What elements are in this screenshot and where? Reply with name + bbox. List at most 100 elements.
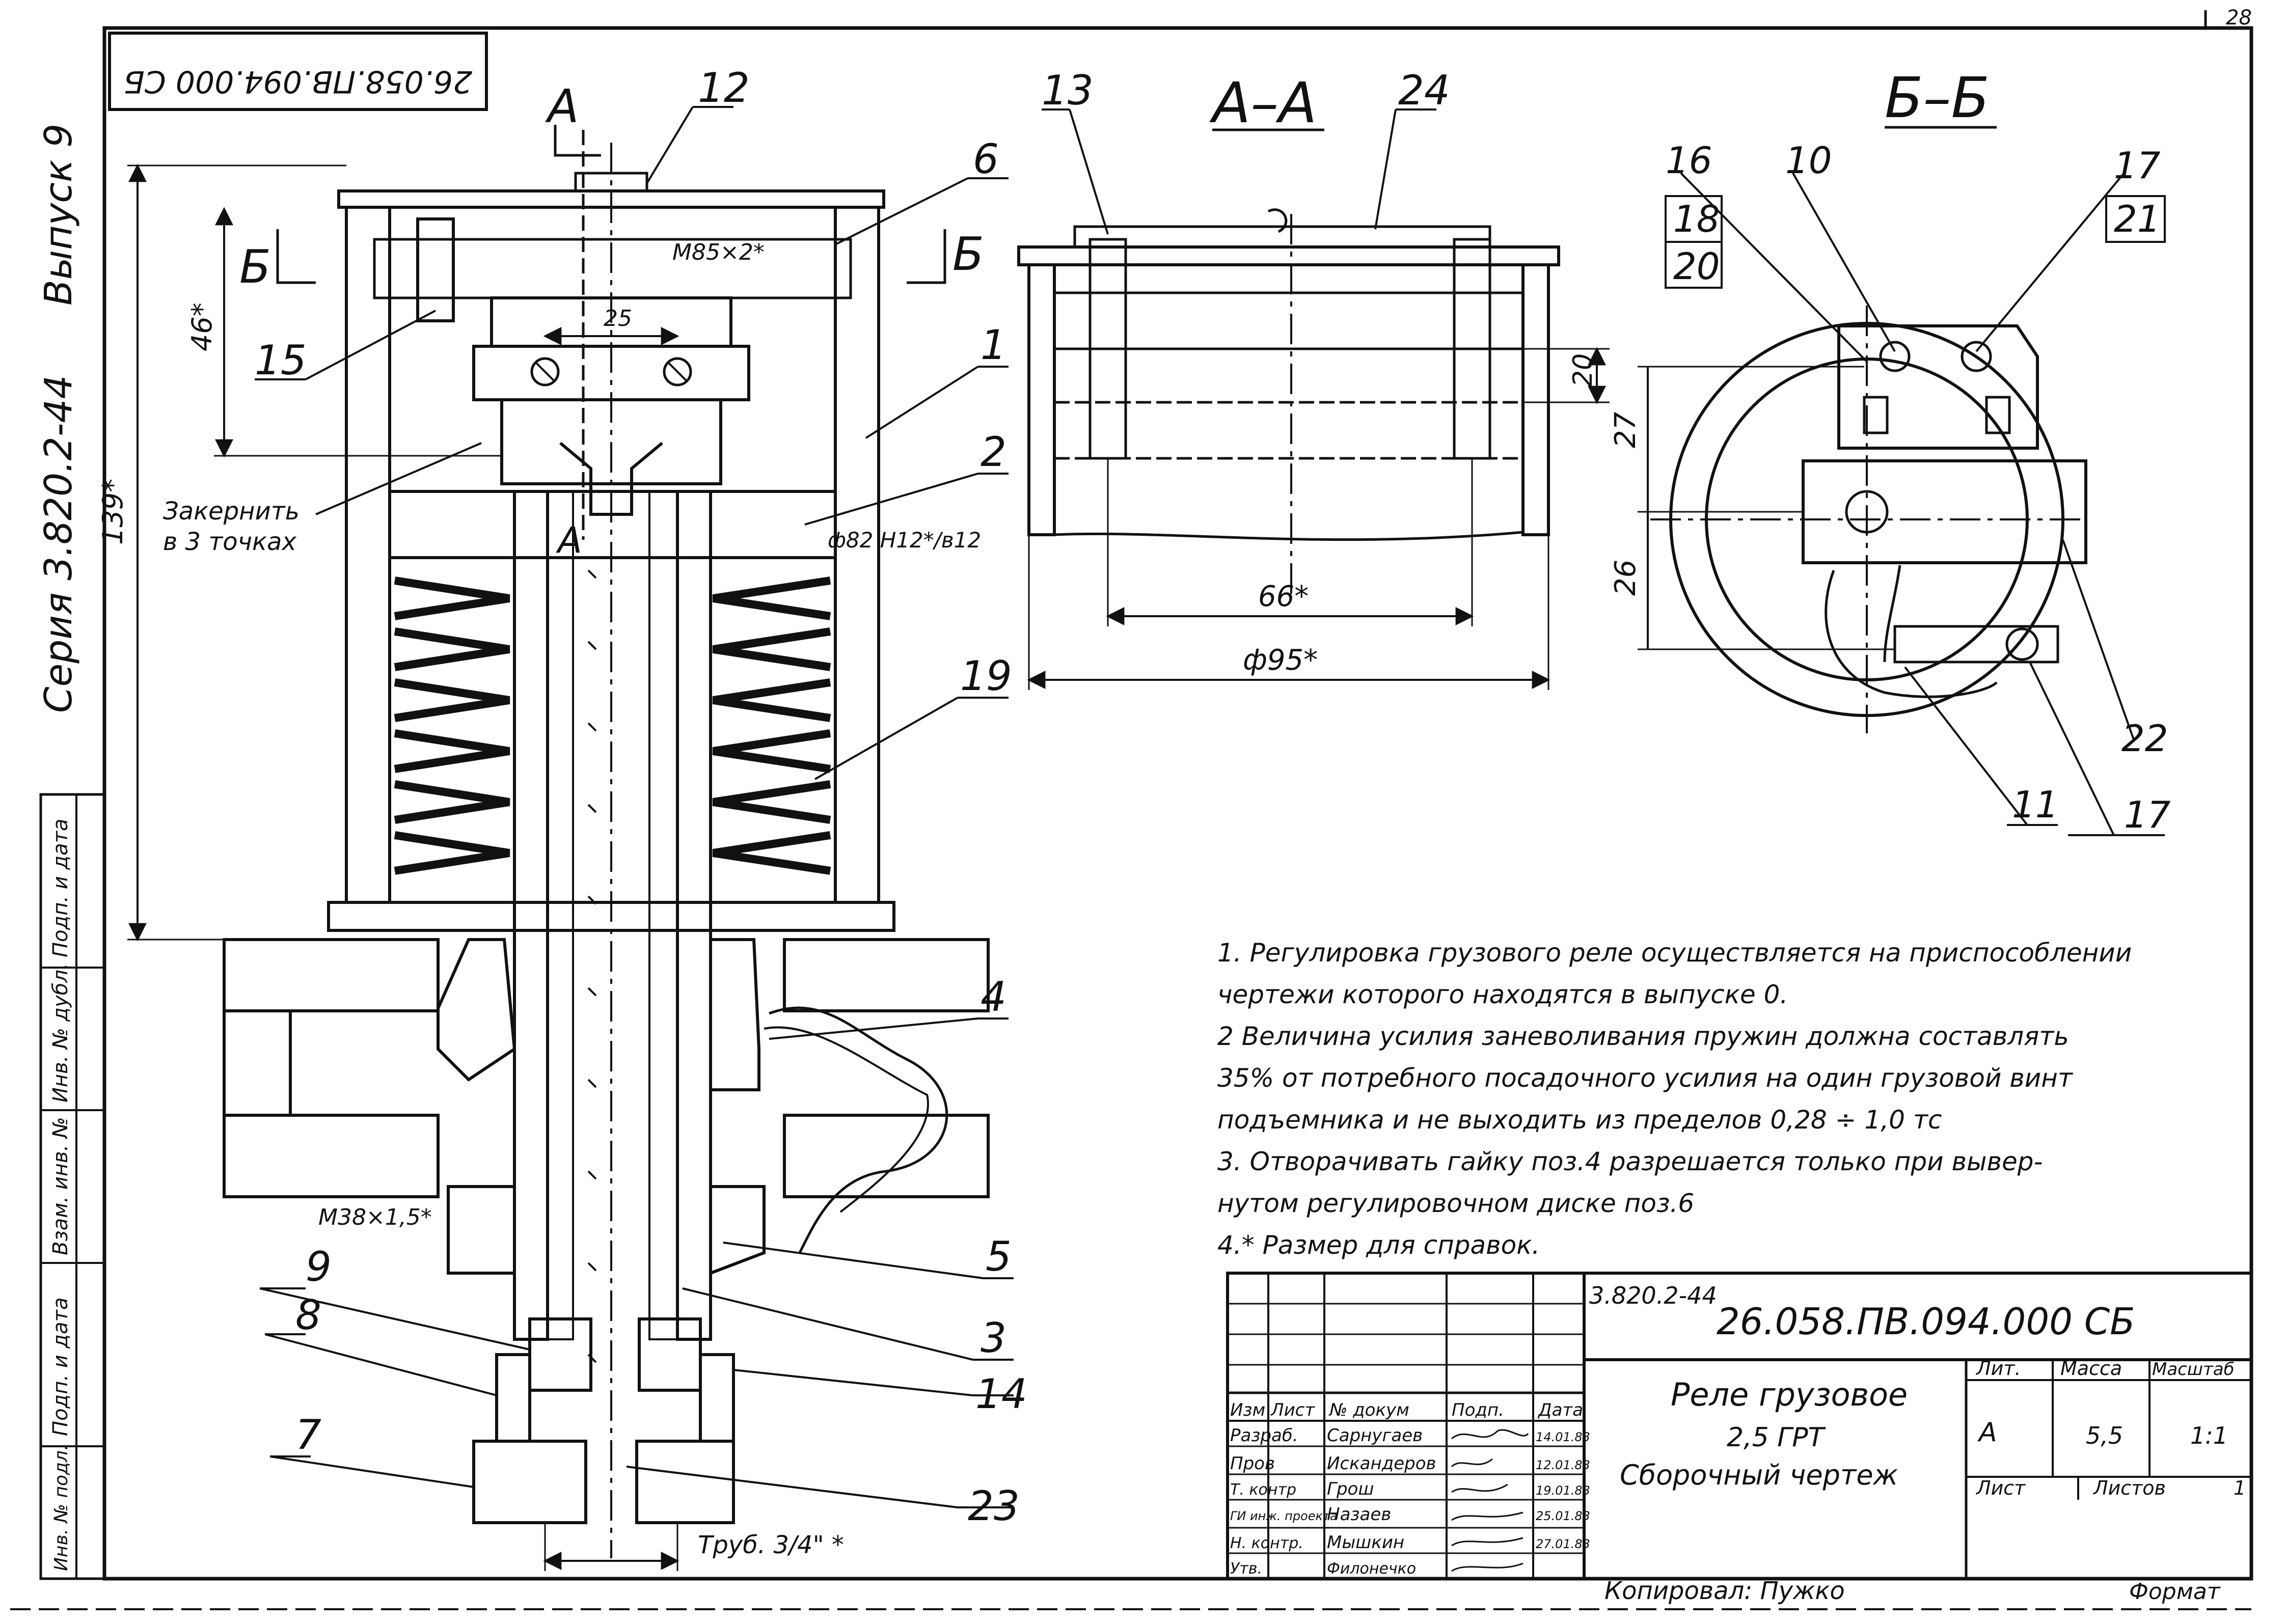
tb-date: 27.01.83 [1536, 1537, 1590, 1551]
dim-25: 25 [604, 306, 632, 332]
title-name-3: Сборочный чертеж [1620, 1459, 1898, 1491]
note-line: 2 Величина усилия заневоливания пружин д… [1217, 1022, 2069, 1051]
inverted-stamp: 26.058.ПВ.094.000 СБ [108, 32, 488, 111]
note-line: 3. Отворачивать гайку поз.4 разрешается … [1217, 1147, 2043, 1176]
title-block [1226, 1272, 2253, 1580]
tb-header-sign: Подп. [1452, 1400, 1504, 1420]
tb-role: Н. контр. [1230, 1534, 1303, 1552]
callout-4: 4 [981, 973, 1006, 1021]
callout-21: 21 [2114, 198, 2161, 240]
callout-14: 14 [975, 1370, 1027, 1418]
dim-27: 27 [1609, 411, 1642, 448]
title-series: 3.820.2-44 [1589, 1282, 1717, 1309]
side-stamp: Подп. и дата Инв. № дубл. Взам. инв. № П… [39, 793, 106, 1580]
callout-20: 20 [1673, 245, 1720, 288]
tb-header-date: Дата [1537, 1400, 1583, 1420]
tb-header-doc: № докум [1328, 1400, 1409, 1420]
issue-label: Выпуск 9 [37, 124, 80, 306]
callout-6: 6 [973, 135, 999, 183]
tb-role: Т. контр [1230, 1481, 1296, 1499]
series-label: Серия 3.820.2-44 [37, 375, 80, 713]
callout-18: 18 [1673, 198, 1720, 240]
callout-19: 19 [960, 652, 1012, 700]
dim-139: 139* [97, 479, 129, 545]
tb-name: Грош [1327, 1479, 1374, 1499]
general-notes: 1. Регулировка грузового реле осуществля… [1217, 932, 2185, 1266]
section-aa-title: А–А [1209, 70, 1317, 135]
tb-scale-label: Масштаб [2152, 1359, 2235, 1380]
section-bb-view [1638, 172, 2165, 836]
page-number: 28 [2226, 6, 2252, 30]
tb-mass-value: 5,5 [2086, 1422, 2123, 1449]
tb-header-list: Лист [1270, 1400, 1315, 1420]
main-callouts [255, 106, 1014, 1508]
tb-sheets-label: Листов [2092, 1477, 2166, 1499]
callout-10: 10 [1785, 139, 1832, 182]
note-line: нутом регулировочном диске поз.6 [1217, 1189, 1695, 1218]
tb-role: Утв. [1230, 1560, 1262, 1578]
tb-scale-value: 1:1 [2190, 1422, 2228, 1449]
callout-3: 3 [981, 1314, 1006, 1362]
tb-name: Сарнугаев [1327, 1425, 1423, 1446]
callout-23: 23 [968, 1482, 1020, 1530]
inverted-stamp-text: 26.058.ПВ.094.000 СБ [124, 64, 473, 99]
callout-17-bottom: 17 [2124, 793, 2171, 836]
section-aa-view [1017, 108, 1610, 690]
section-b-label-right: Б [953, 228, 984, 281]
title-name-1: Реле грузовое [1671, 1376, 1908, 1413]
tb-name: Мышкин [1327, 1532, 1404, 1553]
tb-sheets-value: 1 [2234, 1477, 2246, 1499]
dim-95: ф95* [1243, 644, 1318, 677]
callout-5: 5 [986, 1233, 1012, 1280]
copied-by: Копировал: Пужко [1604, 1577, 1845, 1605]
tb-name: Филонечко [1327, 1560, 1416, 1578]
callout-12: 12 [698, 64, 750, 112]
callout-13: 13 [1042, 67, 1094, 114]
note-line: подъемника и не выходить из пределов 0,2… [1217, 1105, 1942, 1135]
dim-26: 26 [1609, 560, 1642, 596]
tb-role: Пров [1230, 1453, 1275, 1474]
note-line: чертежи которого находятся в выпуске 0. [1217, 980, 1788, 1009]
tb-date: 14.01.83 [1536, 1430, 1590, 1444]
tb-lit-value: А [1977, 1417, 1997, 1448]
callout-15: 15 [255, 337, 307, 384]
main-section-view [127, 125, 990, 1571]
tb-date: 25.01.83 [1536, 1509, 1590, 1523]
title-name-2: 2,5 ГРТ [1727, 1422, 1827, 1453]
title-doc-number: 26.058.ПВ.094.000 СБ [1717, 1300, 2135, 1343]
side-stamp-cell: Инв. № дубл. [49, 963, 72, 1103]
bb-ref-right-stack [2105, 195, 2166, 243]
punch-note-1: Закернить [163, 497, 300, 526]
format-label: Формат [2129, 1579, 2221, 1605]
tb-date: 12.01.83 [1536, 1458, 1590, 1472]
callout-1: 1 [981, 321, 1006, 369]
tb-role: Разраб. [1230, 1425, 1298, 1446]
callout-24: 24 [1398, 67, 1450, 114]
dim-46: 46* [186, 302, 218, 351]
callout-7: 7 [295, 1411, 321, 1458]
callout-22: 22 [2121, 717, 2168, 760]
side-stamp-cell: Взам. инв. № [49, 1117, 72, 1255]
tb-name: Назаев [1327, 1504, 1391, 1525]
belleville-springs-left [394, 576, 510, 875]
tb-name: Искандеров [1327, 1453, 1436, 1474]
callout-16: 16 [1666, 139, 1712, 182]
side-stamp-cell: Подп. и дата [49, 1298, 72, 1436]
note-line: 35% от потребного посадочного усилия на … [1217, 1063, 2073, 1093]
dim-66: 66* [1258, 580, 1309, 613]
punch-note-2: в 3 точках [163, 528, 296, 556]
note-line: 4.* Размер для справок. [1217, 1230, 1540, 1260]
dim-pipe: Труб. 3/4" * [698, 1531, 844, 1559]
bb-ref-left-stack [1665, 195, 1723, 289]
callout-8: 8 [295, 1291, 321, 1339]
signatures [1451, 1429, 1529, 1572]
tb-header-izm: Изм [1230, 1400, 1265, 1420]
dim-20: 20 [1568, 353, 1598, 387]
side-stamp-cell: Подп. и дата [49, 819, 72, 957]
tb-sheet-label: Лист [1975, 1477, 2026, 1499]
side-stamp-cell: Инв. № подл. [51, 1445, 72, 1571]
section-bb-title: Б–Б [1885, 65, 1990, 130]
callout-17-top: 17 [2114, 144, 2161, 187]
dim-thread-bottom: М38×1,5* [318, 1204, 432, 1230]
